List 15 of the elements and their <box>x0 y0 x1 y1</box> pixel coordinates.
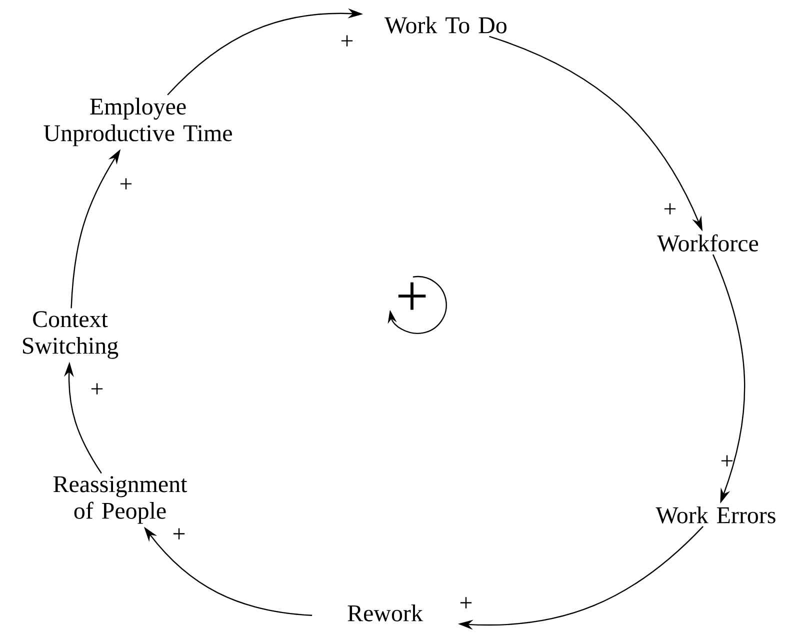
variable-label: Work Errors <box>656 506 776 524</box>
variable-label: Context Switching <box>23 311 118 359</box>
loop-polarity: + <box>398 282 426 310</box>
variable-label: Employee Unproductive Time <box>44 98 232 146</box>
polarity-sign: + <box>664 203 676 214</box>
polarity-sign: + <box>173 528 185 540</box>
variable-label: Reassignment of People <box>53 476 188 524</box>
polarity-sign: + <box>721 455 733 466</box>
polarity-sign: + <box>460 597 472 608</box>
polarity-sign: + <box>120 178 132 190</box>
variable-label: Rework <box>348 604 423 622</box>
variable-label: Workforce <box>657 234 758 252</box>
variable-label: Work To Do <box>384 16 506 34</box>
polarity-sign: + <box>91 383 103 394</box>
polarity-sign: + <box>341 35 353 46</box>
